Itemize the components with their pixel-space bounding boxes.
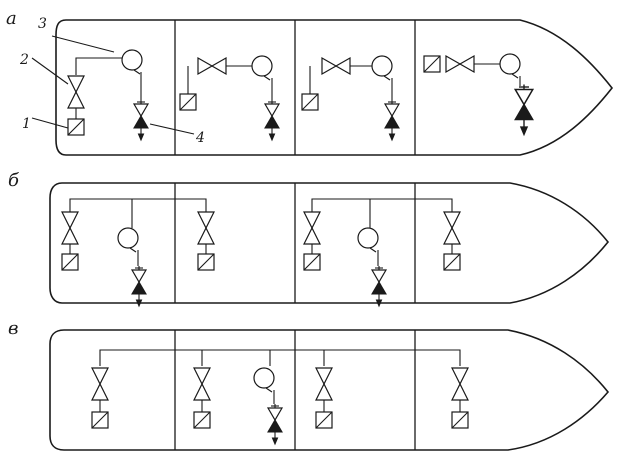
variant-v: в bbox=[8, 318, 610, 451]
leader-2 bbox=[31, 57, 69, 85]
variant-b: б bbox=[8, 170, 610, 307]
hull-v bbox=[49, 329, 610, 451]
leader-4 bbox=[149, 123, 195, 135]
hull-a bbox=[55, 19, 614, 156]
variant-a: а 3 2 1 4 bbox=[6, 8, 614, 156]
leader-1 bbox=[31, 117, 69, 129]
callout-4: 4 bbox=[195, 130, 205, 146]
label-v: в bbox=[8, 318, 18, 339]
hull-b bbox=[49, 182, 610, 304]
label-a: а bbox=[6, 8, 17, 29]
leader-3 bbox=[51, 35, 115, 53]
valve-icon bbox=[67, 75, 85, 109]
callout-2: 2 bbox=[19, 52, 29, 68]
callout-3: 3 bbox=[38, 16, 47, 32]
callout-1: 1 bbox=[22, 116, 31, 132]
label-b: б bbox=[8, 170, 20, 191]
